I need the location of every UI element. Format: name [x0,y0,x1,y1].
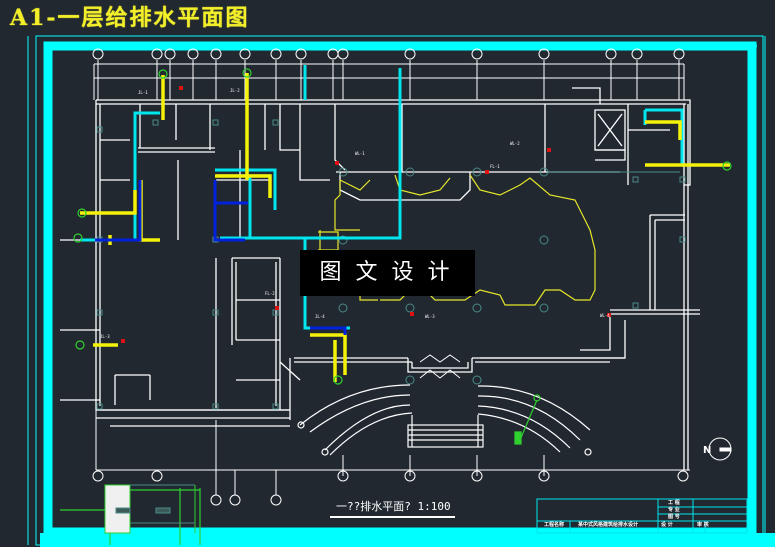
site-plan-inset [104,484,196,534]
fixtures [60,68,732,545]
svg-text:WL-2: WL-2 [510,141,520,146]
svg-text:WL-4: WL-4 [600,313,610,318]
title-block-discipline: 专 业 [668,507,680,513]
svg-text:FL-2: FL-2 [265,291,275,296]
svg-text:WL-1: WL-1 [355,151,365,156]
title-block-sheet-no: 图 号 [668,514,680,520]
watermark-label: 图文设计 [300,250,475,296]
title-block-project: 工 程 [668,500,680,506]
grid-axes-top [92,48,685,100]
north-label: N [703,445,711,456]
svg-text:JL-4: JL-4 [315,314,325,319]
curved-veranda [297,384,592,456]
svg-text:JL-3: JL-3 [100,334,110,339]
north-arrow [708,437,732,461]
title-block-design: 设 计 [661,522,673,528]
title-block-project-name: 某中式风格建筑给排水设计 [578,522,639,528]
svg-text:JL-1: JL-1 [138,90,148,95]
columns [96,119,686,410]
drain-pipes [95,180,347,335]
valves [121,86,611,343]
title-block [536,498,748,534]
title-block-review: 审 核 [697,522,709,528]
drawing-title: A1-一层给排水平面图 [10,5,250,31]
svg-text:JL-2: JL-2 [230,88,240,93]
title-block-project-label: 工程名称 [544,522,565,528]
walls [60,87,700,470]
svg-text:WL-3: WL-3 [425,314,435,319]
grid-axes-bottom [92,410,690,506]
svg-text:FL-1: FL-1 [490,164,500,169]
plan-title: 一??排水平面? 1:100 [330,498,455,518]
pipe-tags: JL-1 JL-2 WL-1 WL-2 FL-1FL-2 JL-3 WL-3 WL-4… [100,88,610,339]
